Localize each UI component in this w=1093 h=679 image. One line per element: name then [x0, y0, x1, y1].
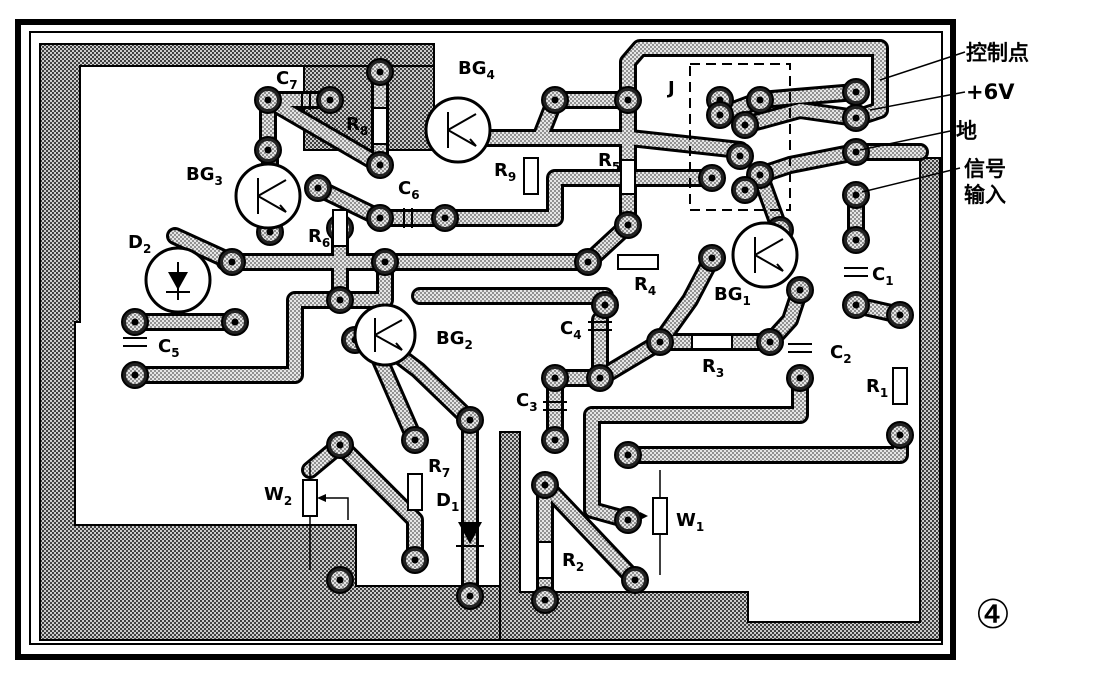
capacitor-c3: [543, 401, 567, 411]
label-c5: C5: [158, 336, 180, 360]
components: [123, 92, 908, 579]
figure-number: ④: [975, 592, 1011, 638]
capacitor-c1: [844, 267, 868, 277]
label-j: J: [666, 78, 675, 99]
label-r3: R3: [702, 356, 724, 380]
capacitor-c6: [403, 208, 413, 228]
resistor-r1: [892, 367, 908, 405]
label-r1: R1: [866, 376, 888, 400]
label-bg3: BG3: [186, 164, 223, 188]
label-w2: W2: [264, 484, 292, 508]
potentiometer-w1: [640, 470, 668, 575]
capacitor-c2: [788, 343, 812, 353]
label-c6: C6: [398, 178, 420, 202]
resistor-r6: [332, 209, 348, 247]
diode-d1: [456, 522, 484, 547]
label-w1: W1: [676, 510, 704, 534]
label-r4: R4: [634, 274, 656, 298]
zener-diode-d2: [144, 246, 212, 314]
capacitor-c4: [588, 321, 612, 331]
transistor-bg3: [234, 162, 302, 230]
label-c1: C1: [872, 264, 894, 288]
resistor-r4: [617, 254, 659, 270]
label-c7: C7: [276, 68, 298, 92]
transistor-bg1: [731, 221, 799, 289]
label-d1: D1: [436, 490, 459, 514]
leader-lines: [859, 51, 966, 193]
label-r7: R7: [428, 456, 450, 480]
label-bg2: BG2: [436, 328, 473, 352]
label-r8: R8: [346, 114, 368, 138]
capacitor-c7: [301, 92, 311, 110]
label-d2: D2: [128, 232, 151, 256]
resistor-r9: [523, 157, 539, 195]
label-r9: R9: [494, 160, 516, 184]
component-labels: BG4 C7 R8 BG3 C6 R9 R5 J R6 D2 R4 BG1 C1…: [128, 58, 894, 574]
relay-j-outline: [689, 63, 791, 211]
ground-plane: [39, 43, 941, 641]
capacitor-c5: [123, 337, 147, 347]
label-r6: R6: [308, 226, 330, 250]
label-c4: C4: [560, 318, 582, 342]
signal-input-label: 信号输入: [964, 157, 1006, 207]
transistor-bg2: [353, 303, 417, 367]
plus-6v-label: +6V: [966, 80, 1015, 104]
figure-number-text: ④: [975, 592, 1011, 638]
transistor-bg4: [424, 96, 492, 164]
ground-label: 地: [956, 119, 977, 143]
label-bg4: BG4: [458, 58, 495, 82]
resistor-r3: [691, 334, 733, 350]
terminal-annotations: 控制点 +6V 地 信号输入: [956, 41, 1029, 207]
resistor-r2: [537, 541, 553, 579]
label-c3: C3: [516, 390, 538, 414]
label-r2: R2: [562, 550, 584, 574]
label-bg1: BG1: [714, 284, 751, 308]
potentiometer-w2: [302, 462, 349, 570]
label-c2: C2: [830, 342, 852, 366]
resistor-r8: [372, 107, 388, 145]
control-point-label: 控制点: [966, 41, 1029, 65]
label-r5: R5: [598, 150, 620, 174]
resistor-r5: [620, 159, 636, 195]
resistor-r7: [407, 473, 423, 511]
